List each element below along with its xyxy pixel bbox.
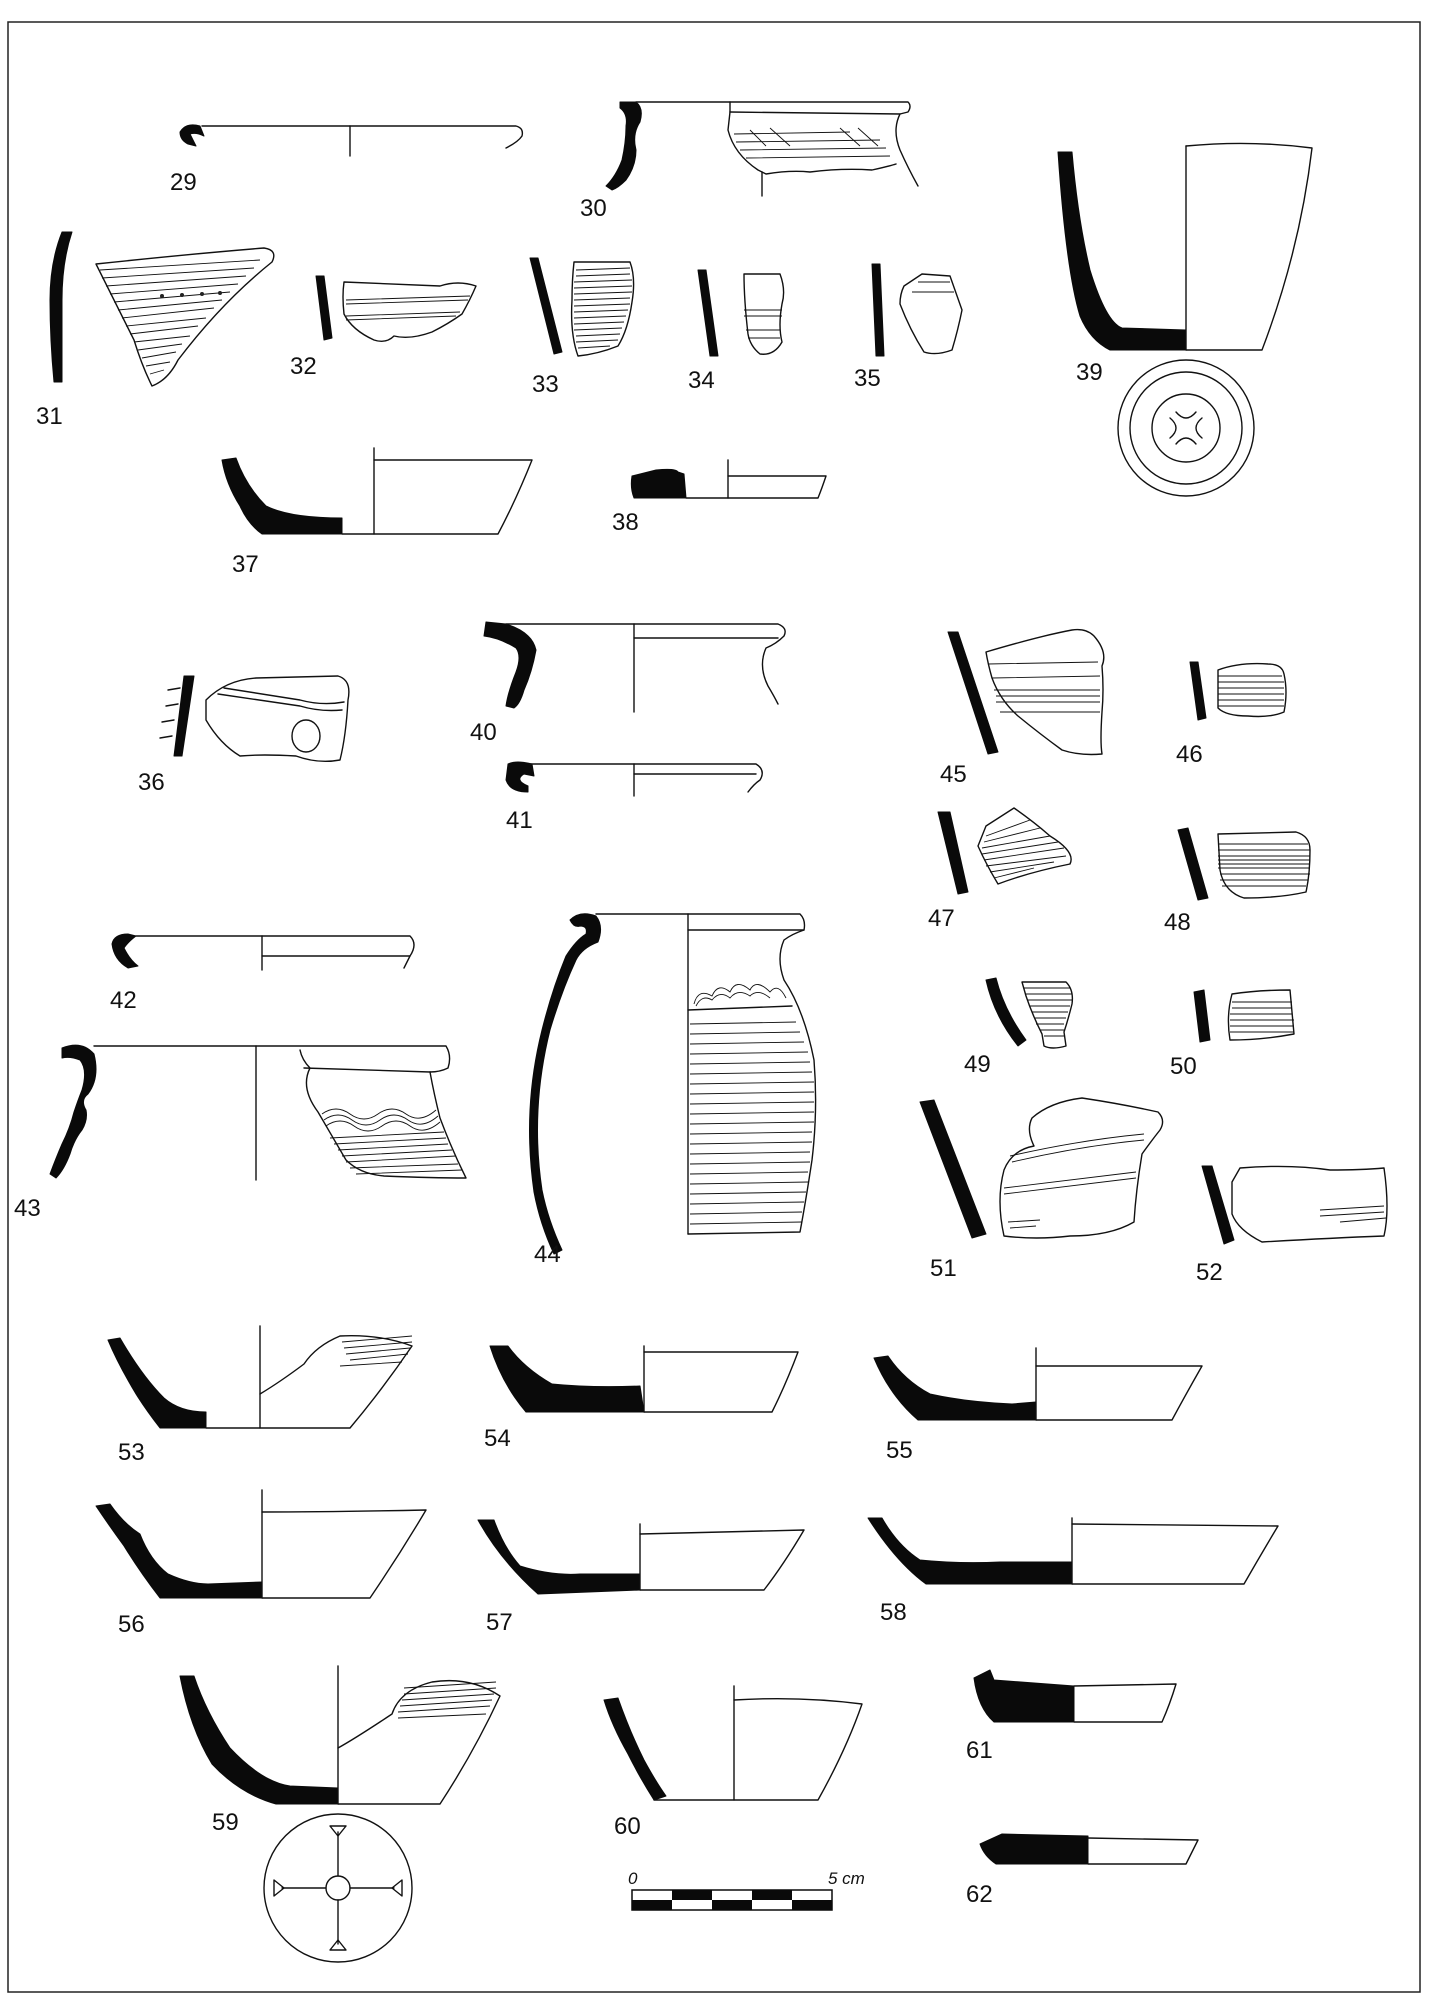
label-55: 55 <box>886 1437 913 1464</box>
figure-46 <box>1189 661 1287 721</box>
figure-60 <box>603 1685 863 1801</box>
label-34: 34 <box>688 367 715 394</box>
label-58: 58 <box>880 1599 907 1626</box>
scale-bar: 0 5 cm <box>628 1869 865 1911</box>
figure-54 <box>489 1345 799 1413</box>
figure-33 <box>529 257 635 357</box>
figure-37 <box>221 447 533 535</box>
figure-61 <box>973 1669 1177 1723</box>
figure-55 <box>873 1347 1203 1421</box>
label-61: 61 <box>966 1737 993 1764</box>
label-41: 41 <box>506 807 533 834</box>
scale-start-label: 0 <box>628 1869 638 1888</box>
label-36: 36 <box>138 769 165 796</box>
label-51: 51 <box>930 1255 957 1282</box>
figure-62 <box>979 1833 1199 1865</box>
label-47: 47 <box>928 905 955 932</box>
label-33: 33 <box>532 371 559 398</box>
figure-48 <box>1177 827 1311 901</box>
label-48: 48 <box>1164 909 1191 936</box>
plate-frame <box>7 21 1421 1993</box>
label-30: 30 <box>580 195 607 222</box>
figure-44 <box>529 913 817 1255</box>
label-46: 46 <box>1176 741 1203 768</box>
figure-41 <box>505 761 763 797</box>
figure-30 <box>605 101 919 197</box>
label-45: 45 <box>940 761 967 788</box>
figure-57 <box>477 1519 805 1595</box>
figure-53 <box>107 1325 413 1429</box>
label-43: 43 <box>14 1195 41 1222</box>
label-57: 57 <box>486 1609 513 1636</box>
label-49: 49 <box>964 1051 991 1078</box>
label-52: 52 <box>1196 1259 1223 1286</box>
figure-59 <box>179 1665 501 1963</box>
figure-36 <box>159 675 350 763</box>
figure-35 <box>871 263 963 357</box>
label-40: 40 <box>470 719 497 746</box>
figure-45 <box>947 628 1105 756</box>
figure-58 <box>867 1517 1279 1585</box>
figure-50 <box>1193 989 1295 1043</box>
label-39: 39 <box>1076 359 1103 386</box>
label-35: 35 <box>854 365 881 392</box>
figure-43 <box>49 1044 467 1181</box>
label-29: 29 <box>170 169 197 196</box>
label-42: 42 <box>110 987 137 1014</box>
figure-39 <box>1057 142 1313 497</box>
label-37: 37 <box>232 551 259 578</box>
figure-51 <box>919 1097 1164 1239</box>
figure-42 <box>111 933 415 971</box>
label-44: 44 <box>534 1241 561 1268</box>
scale-end-label: 5 cm <box>828 1869 865 1888</box>
figure-52 <box>1201 1165 1388 1245</box>
figure-31 <box>49 231 275 387</box>
label-32: 32 <box>290 353 317 380</box>
figure-38 <box>630 459 827 499</box>
figure-40 <box>483 621 786 713</box>
figure-labels: 29 30 31 32 33 34 35 36 37 38 39 40 41 4… <box>14 169 1223 1908</box>
figure-34 <box>697 269 785 357</box>
label-62: 62 <box>966 1881 993 1908</box>
figure-56 <box>95 1489 427 1599</box>
figure-32 <box>315 275 477 343</box>
figure-47 <box>937 807 1072 895</box>
figure-29 <box>179 124 524 157</box>
label-38: 38 <box>612 509 639 536</box>
label-53: 53 <box>118 1439 145 1466</box>
figure-49 <box>985 977 1074 1049</box>
label-54: 54 <box>484 1425 511 1452</box>
label-50: 50 <box>1170 1053 1197 1080</box>
label-59: 59 <box>212 1809 239 1836</box>
label-31: 31 <box>36 403 63 430</box>
label-56: 56 <box>118 1611 145 1638</box>
label-60: 60 <box>614 1813 641 1840</box>
